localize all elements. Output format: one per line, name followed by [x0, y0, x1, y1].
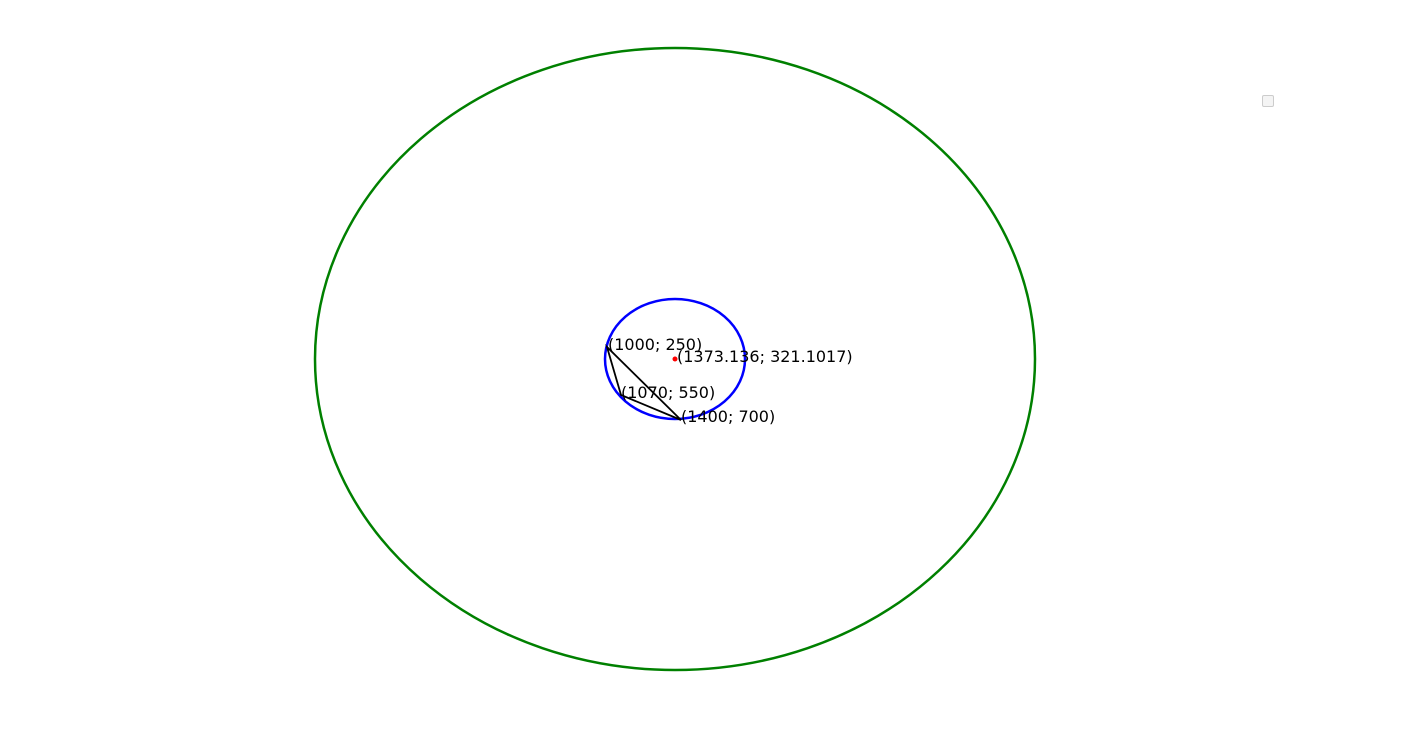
center-point-label: (1373.136; 321.1017)	[677, 347, 853, 366]
outer-circle	[313, 46, 1037, 672]
center-point	[672, 356, 678, 362]
vertex-label-b: (1070; 550)	[621, 383, 715, 402]
vertex-label-c: (1400; 700)	[681, 407, 775, 426]
inner-circle	[603, 297, 747, 421]
legend-box	[1262, 95, 1274, 107]
vertex-label-a: (1000; 250)	[608, 335, 702, 354]
triangle	[605, 343, 682, 421]
